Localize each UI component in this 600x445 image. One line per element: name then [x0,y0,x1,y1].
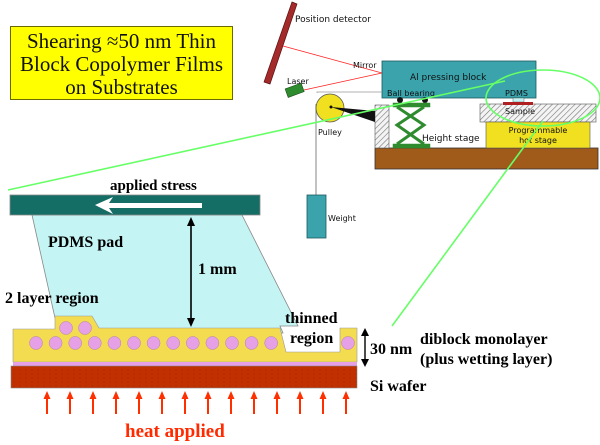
title-box: Shearing ≈50 nm Thin Block Copolymer Fil… [10,26,233,100]
sphere [29,336,43,350]
pad-thickness-label: 1 mm [198,261,237,278]
sphere [59,321,73,335]
sphere [146,336,161,350]
zoom-callout-line-lower [391,120,544,327]
pulley-string [316,91,382,93]
hatched-post [374,104,390,149]
sphere [68,336,82,350]
thinned-region-label-1: thinned [285,310,338,327]
heat-arrow-icon [181,391,189,399]
zoom-callout-ellipse [485,69,600,127]
heat-arrow-icon [135,391,143,399]
heat-arrow-group [43,391,350,414]
heat-arrow-icon [319,391,327,399]
heat-arrow-icon [250,391,258,399]
heat-arrow-icon [296,391,304,399]
title-line-1: Shearing ≈50 nm Thin [26,29,217,53]
heat-arrow-icon [112,391,120,399]
pdms-pad-label: PDMS pad [48,234,123,251]
sphere [244,336,259,350]
pulley-label: Pulley [318,128,342,137]
sphere [205,336,220,350]
film-arrow-up-icon [361,328,369,336]
position-detector-label: Position detector [295,15,371,25]
base-plate [374,147,599,170]
schematic: applied stress 1 mm PDMS pad 2 layer reg… [5,178,552,442]
monolayer-label-1: diblock monolayer [420,331,548,348]
heat-arrow-icon [227,391,235,399]
position-detector [263,1,298,85]
hot-stage-label-1: Programmable [509,126,568,135]
heat-arrow-icon [89,391,97,399]
sample [503,102,533,105]
sphere [48,336,63,350]
heat-applied-label: heat applied [125,421,225,442]
mirror-label: Mirror [353,61,377,70]
si-wafer [10,365,358,389]
pdms-small [512,97,525,103]
monolayer-label-2: (plus wetting layer) [420,351,552,368]
pdms-pad [31,214,299,334]
heat-arrow-icon [43,391,51,399]
ball-bearing-left [397,97,403,103]
sphere [186,336,200,350]
zoom-callout-line-upper [7,80,506,191]
heat-arrow-icon [273,391,281,399]
film-thickness-label: 30 nm [370,341,413,358]
thickness-arrow-up-icon [187,217,195,226]
title-line-3: on Substrates [65,75,178,99]
pulley-axle [329,105,333,109]
applied-stress-label: applied stress [110,178,197,194]
sphere [264,336,278,350]
apparatus: Position detector Laser Al pressing bloc… [7,1,600,327]
sphere [88,336,102,350]
heat-arrow-icon [66,391,74,399]
pdms-label: PDMS [505,89,528,98]
height-stage [392,102,431,149]
laser-label: Laser [287,77,309,86]
heat-arrow-icon [158,391,166,399]
height-stage-label: Height stage [422,134,480,144]
sphere [225,336,239,350]
stress-arrow-icon [95,197,202,214]
heat-arrow-icon [204,391,212,399]
hot-stage-label-2: hot stage [519,136,557,145]
ball-bearing-label: Ball bearing [387,89,435,98]
weight-label: Weight [328,214,356,223]
sphere [341,336,355,350]
sample-label: Sample [505,107,535,116]
film-arrow-down-icon [361,359,369,367]
al-block-label: Al pressing block [410,73,487,83]
sphere [78,321,92,335]
two-layer-region-label: 2 layer region [5,290,99,307]
thickness-arrow-down-icon [187,318,195,327]
heat-arrow-icon [342,391,350,399]
sphere [107,336,122,350]
si-wafer-label: Si wafer [370,378,426,395]
sphere [127,336,141,350]
sphere [166,336,180,350]
sphere-group [29,321,355,350]
weight [306,194,327,239]
wetting-layer [13,362,357,366]
thinned-region-label-2: region [290,330,333,347]
title-line-2: Block Copolymer Films [19,52,223,76]
laser [284,82,305,98]
